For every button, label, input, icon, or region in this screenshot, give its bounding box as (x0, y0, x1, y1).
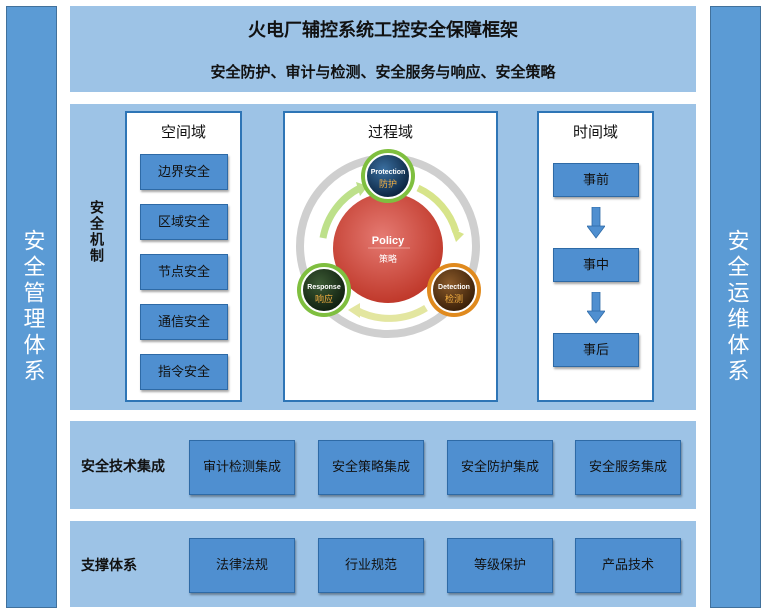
policy-cn-label: 策略 (379, 253, 397, 265)
response-en-label: Response (307, 284, 341, 291)
tech-item-service: 安全服务集成 (575, 440, 681, 495)
page-title: 火电厂辅控系统工控安全保障框架 (248, 20, 518, 41)
time-item-during: 事中 (553, 248, 639, 282)
space-domain-title: 空间域 (160, 123, 206, 141)
arrow-down-icon (587, 207, 605, 239)
space-item-command: 指令安全 (140, 354, 228, 390)
page-subtitle: 安全防护、审计与检测、安全服务与响应、安全策略 (210, 63, 556, 81)
support-item-industry: 行业规范 (318, 538, 424, 593)
header-panel (70, 6, 696, 92)
tech-item-policy: 安全策略集成 (318, 440, 424, 495)
right-bar-operations-system: 安全运维体系 (710, 6, 761, 608)
support-item-law: 法律法规 (189, 538, 295, 593)
protection-en-label: Protection (371, 169, 406, 176)
support-label: 支撑体系 (81, 558, 137, 574)
time-item-before: 事前 (553, 163, 639, 197)
arrow-down-icon (587, 292, 605, 324)
detection-cn-label: 检测 (445, 293, 463, 305)
detection-en-label: Detection (438, 284, 470, 291)
space-item-communication: 通信安全 (140, 304, 228, 340)
tech-item-audit: 审计检测集成 (189, 440, 295, 495)
process-domain-title: 过程域 (367, 123, 413, 141)
ppdr-cycle-diagram: Policy 策略 Protection 防护 Response 响应 Dete… (296, 149, 481, 338)
response-cn-label: 响应 (315, 293, 333, 305)
space-item-boundary: 边界安全 (140, 154, 228, 190)
protection-cn-label: 防护 (379, 178, 397, 190)
policy-en-label: Policy (372, 235, 405, 247)
time-item-after: 事后 (553, 333, 639, 367)
space-item-zone: 区域安全 (140, 204, 228, 240)
support-item-level: 等级保护 (447, 538, 553, 593)
space-item-node: 节点安全 (140, 254, 228, 290)
tech-item-protection: 安全防护集成 (447, 440, 553, 495)
time-domain-title: 时间域 (572, 123, 618, 141)
mechanism-label: 安全机制 (88, 200, 104, 264)
tech-integration-label: 安全技术集成 (81, 459, 165, 475)
left-bar-management-system: 安全管理体系 (6, 6, 57, 608)
support-item-product: 产品技术 (575, 538, 681, 593)
